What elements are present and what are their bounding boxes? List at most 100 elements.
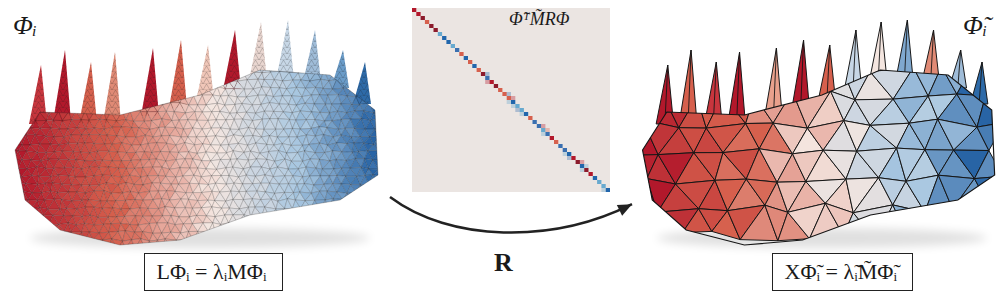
mesh-face — [233, 56, 244, 63]
mesh-face — [385, 49, 396, 55]
mesh-face — [121, 47, 129, 55]
mesh-face — [24, 64, 32, 73]
mesh-face — [1, 177, 10, 185]
mesh-face — [377, 113, 387, 120]
mesh-face — [1, 96, 10, 105]
mesh-face — [382, 105, 391, 113]
mesh-face — [126, 87, 133, 95]
mesh-face — [23, 87, 33, 96]
mesh-face — [13, 39, 22, 49]
mesh-face — [72, 39, 81, 47]
mesh-face — [118, 79, 126, 89]
spike — [53, 50, 71, 122]
mesh-face — [356, 56, 363, 64]
mesh-face — [386, 144, 395, 154]
mesh-face — [86, 95, 95, 104]
mesh-face — [3, 89, 15, 96]
mesh-face — [392, 95, 399, 105]
mesh-face — [222, 48, 231, 55]
mesh-face — [392, 88, 399, 95]
mesh-face — [207, 40, 216, 47]
mesh-face — [369, 200, 380, 209]
mesh-face — [204, 41, 211, 48]
mesh-face — [334, 65, 343, 72]
mesh-face — [382, 39, 393, 49]
mesh-face — [203, 57, 213, 64]
mesh-face — [167, 72, 177, 81]
mesh-face — [315, 48, 323, 57]
mesh-face — [41, 89, 49, 97]
mesh-face — [379, 151, 385, 161]
mesh-face — [383, 160, 390, 168]
mesh-face — [0, 112, 8, 121]
mesh-face — [8, 88, 19, 95]
mesh-face — [370, 129, 379, 137]
mesh-face — [306, 208, 313, 218]
mesh-face — [364, 89, 373, 97]
mesh-face — [130, 55, 139, 64]
mesh-face — [46, 48, 55, 57]
mesh-face — [369, 88, 379, 97]
mesh-face — [280, 64, 290, 72]
mesh-face — [139, 41, 147, 49]
mesh-face — [1, 64, 7, 72]
mesh-face — [28, 80, 36, 88]
mesh-face — [41, 39, 48, 48]
mesh-face — [135, 95, 143, 104]
mesh-face — [84, 71, 94, 80]
mesh-face — [122, 55, 130, 64]
mesh-face — [109, 56, 117, 64]
mesh-face — [131, 87, 139, 95]
mesh-face — [123, 105, 131, 111]
mesh-face — [379, 105, 386, 114]
mesh-face — [230, 56, 240, 63]
mesh-face — [375, 119, 384, 129]
mesh-face — [134, 63, 145, 73]
mesh-face — [121, 39, 129, 48]
mesh-face — [6, 215, 15, 225]
mesh-face — [387, 185, 396, 193]
mesh-face — [58, 89, 68, 96]
mesh-face — [296, 55, 306, 63]
mesh-face — [211, 47, 222, 57]
mesh-face — [135, 55, 143, 63]
mesh-face — [368, 55, 378, 65]
mesh-face — [6, 135, 15, 145]
mesh-face — [373, 151, 384, 161]
mesh-face — [10, 176, 16, 185]
mesh-face — [285, 64, 294, 72]
mesh-face — [271, 40, 279, 49]
mesh-face — [217, 71, 224, 81]
mesh-face — [320, 47, 327, 57]
mesh-face — [346, 201, 356, 207]
mesh-face — [148, 56, 159, 65]
mesh-face — [342, 39, 353, 47]
mesh-face — [126, 39, 136, 47]
mesh-face — [352, 39, 360, 47]
mesh-face — [1, 56, 9, 64]
mesh-face — [388, 167, 395, 176]
mesh-face — [117, 55, 127, 64]
mesh-face — [388, 39, 396, 49]
mesh-face — [91, 39, 100, 48]
mesh-face — [262, 49, 269, 56]
mesh-face — [127, 47, 135, 55]
mesh-face — [22, 215, 31, 224]
mesh-face — [4, 111, 12, 120]
mesh-face — [323, 47, 333, 57]
mesh-face — [334, 39, 342, 47]
mesh-face — [135, 49, 143, 57]
mesh-face — [27, 73, 38, 81]
mesh-face — [251, 40, 260, 48]
mesh-face — [224, 48, 232, 56]
mesh-face — [53, 39, 64, 48]
mesh-face — [37, 103, 45, 112]
dense-mesh — [0, 20, 402, 257]
mesh-face — [139, 95, 149, 104]
mesh-face — [167, 79, 177, 89]
mesh-face — [260, 40, 271, 49]
mesh-face — [359, 207, 368, 217]
mesh-face — [360, 55, 368, 64]
mesh-face — [154, 39, 163, 49]
mesh-face — [46, 81, 56, 90]
